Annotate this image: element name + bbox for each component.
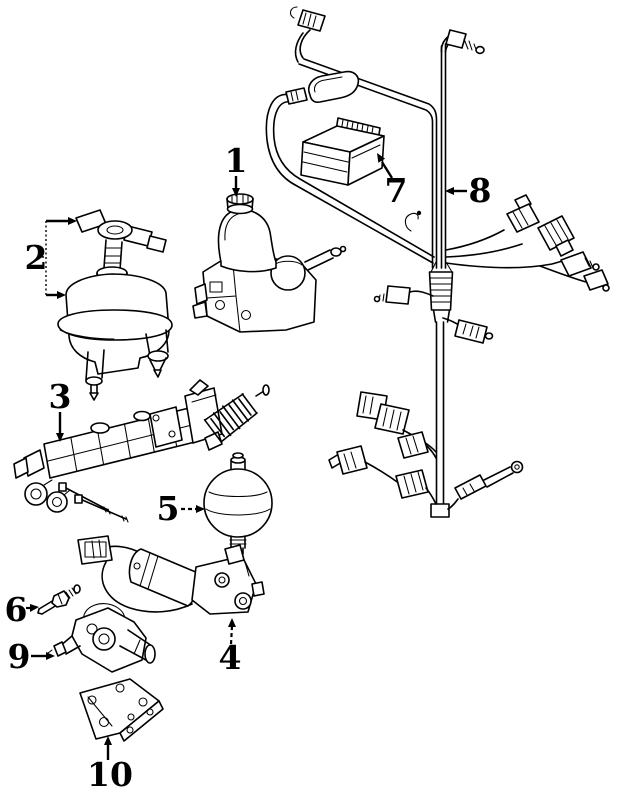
- callout-5[interactable]: 5: [157, 489, 205, 528]
- callout-10-label: 10: [87, 755, 133, 794]
- callout-10[interactable]: 10: [87, 736, 133, 794]
- harness-connector-lower-left: [356, 391, 410, 435]
- part-5-accumulator: [203, 452, 273, 555]
- part-4-pump-assembly: [77, 535, 265, 615]
- part-3-master-cylinder: [13, 379, 270, 523]
- part-7-control-module: [265, 70, 435, 264]
- harness-connector-top-left: [289, 6, 326, 32]
- callout-2[interactable]: 2: [25, 217, 77, 299]
- callout-9-label: 9: [8, 637, 31, 676]
- harness-connector-mid-right: [454, 319, 494, 344]
- harness-connector-top-right: [445, 29, 485, 55]
- part-9-solenoid-valve: [47, 603, 156, 673]
- callout-8[interactable]: 8: [445, 171, 491, 210]
- part-2-reservoir: [57, 209, 173, 401]
- callout-6[interactable]: 6: [5, 590, 39, 629]
- harness-connector-bottom-3: [395, 469, 429, 499]
- harness-connector-bottom-left: [328, 445, 368, 475]
- harness-connector-right-1: [506, 194, 540, 233]
- harness-connector-bottom-2: [397, 431, 429, 459]
- part-10-mounting-bracket: [79, 678, 164, 742]
- callout-8-label: 8: [469, 171, 492, 210]
- callout-2-label: 2: [25, 238, 48, 277]
- callout-3-label: 3: [49, 377, 72, 416]
- part-6-fitting-bolt: [37, 584, 81, 615]
- callout-5-label: 5: [157, 489, 180, 528]
- callout-4-label: 4: [219, 638, 242, 677]
- harness-connector-right-4: [583, 269, 610, 292]
- part-8-wiring-harness: [289, 6, 610, 518]
- callout-6-label: 6: [5, 590, 28, 629]
- callout-4[interactable]: 4: [219, 618, 242, 677]
- callout-1-label: 1: [225, 141, 248, 180]
- callout-9[interactable]: 9: [8, 637, 55, 676]
- harness-connector-right-3: [560, 251, 600, 277]
- harness-connector-right-2: [537, 215, 575, 257]
- pump-connector: [77, 535, 113, 565]
- harness-ground-cable: [454, 460, 524, 500]
- callout-1[interactable]: 1: [225, 141, 248, 197]
- harness-connector-mid-left: [373, 285, 411, 305]
- callout-3[interactable]: 3: [49, 377, 72, 442]
- callout-7-label: 7: [385, 171, 408, 210]
- callout-7[interactable]: 7: [377, 153, 407, 210]
- part-1-hydraulic-actuator: [192, 193, 347, 333]
- reservoir-cap: [75, 209, 167, 253]
